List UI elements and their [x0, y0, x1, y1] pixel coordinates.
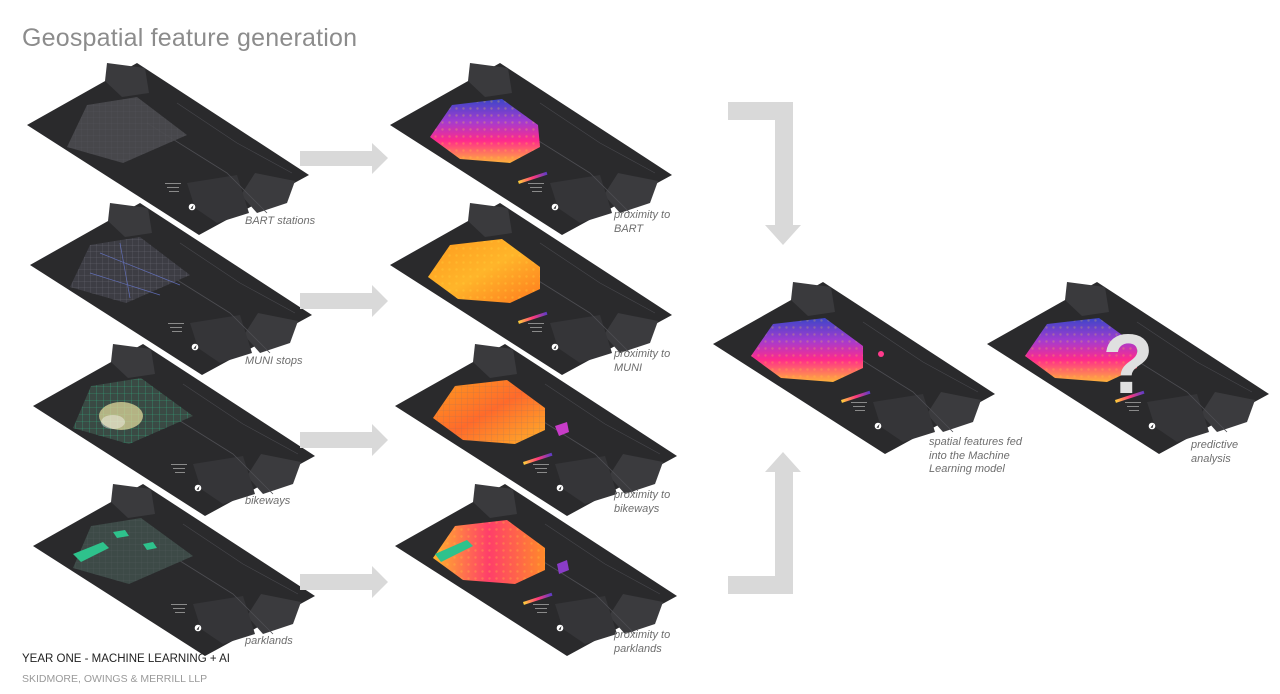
output-caption-bart: proximity to BART [614, 209, 671, 235]
arrow-right-icon [300, 143, 388, 174]
input-caption-bart: BART stations [245, 215, 316, 227]
footer-program-label: YEAR ONE - MACHINE LEARNING + AI [22, 653, 231, 665]
proximity-map-parklands [394, 483, 678, 657]
combined-features-map [712, 281, 996, 455]
bracket-arrow-down-icon [728, 102, 801, 245]
output-caption-bikeways: proximity to bikeways [614, 489, 671, 515]
input-map-parklands [32, 483, 316, 657]
bracket-arrow-up-icon [728, 452, 801, 594]
arrow-right-icon [300, 424, 388, 456]
input-caption-bikeways: bikeways [245, 495, 291, 507]
footer-company-label: SKIDMORE, OWINGS & MERRILL LLP [22, 673, 208, 685]
input-caption-parklands: parklands [245, 635, 293, 647]
proximity-map-bart [389, 62, 673, 236]
question-mark-icon: ? [1102, 317, 1153, 411]
input-caption-muni: MUNI stops [245, 355, 303, 367]
output-caption-parklands: proximity to parklands [614, 629, 671, 655]
input-map-bikeways [32, 343, 316, 517]
model-caption: spatial features fed into the Machine Le… [929, 436, 1022, 475]
output-caption-muni: proximity to MUNI [614, 348, 671, 374]
arrow-right-icon [300, 566, 388, 598]
proximity-map-muni [389, 202, 673, 376]
input-map-bart [26, 62, 310, 236]
proximity-map-bikeways [394, 343, 678, 517]
page-title: Geospatial feature generation [22, 24, 358, 52]
prediction-map [986, 281, 1270, 455]
input-map-muni [29, 202, 313, 376]
arrow-right-icon [300, 285, 388, 317]
prediction-caption: predictive analysis [1191, 439, 1239, 465]
